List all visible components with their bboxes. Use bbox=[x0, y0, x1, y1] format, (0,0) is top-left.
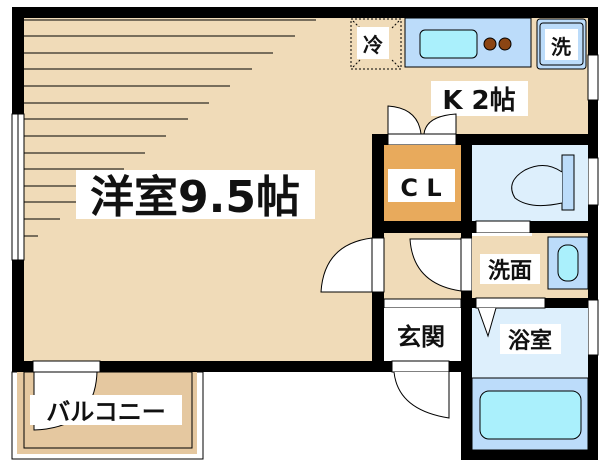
washroom-door[interactable] bbox=[409, 237, 473, 292]
walls bbox=[12, 7, 598, 460]
room-door[interactable] bbox=[320, 237, 385, 293]
toilet-door[interactable] bbox=[475, 220, 531, 234]
western-room-label: 洋室9.5帖 bbox=[90, 172, 300, 223]
burner bbox=[498, 37, 512, 51]
bathtub bbox=[471, 377, 589, 451]
fridge-label: 冷 bbox=[363, 33, 383, 57]
burner bbox=[483, 37, 497, 51]
floor-stripes bbox=[24, 19, 316, 237]
kitchen-counter bbox=[404, 17, 532, 68]
fridge: 冷 bbox=[350, 18, 402, 70]
washer-label: 洗 bbox=[551, 35, 571, 59]
entrance-label: 玄関 bbox=[397, 323, 445, 351]
wash-basin bbox=[547, 236, 589, 290]
closet-doors[interactable] bbox=[387, 105, 457, 146]
bathroom-door[interactable] bbox=[477, 307, 497, 338]
balcony-label: バルコニー bbox=[46, 398, 166, 426]
bathroom-label: 浴室 bbox=[508, 328, 552, 354]
left-window bbox=[11, 113, 25, 261]
closet-label: C L bbox=[400, 174, 441, 202]
sink bbox=[419, 29, 478, 59]
right-windows bbox=[587, 54, 599, 356]
washroom-label: 洗面 bbox=[488, 259, 532, 284]
washer: 洗 bbox=[536, 18, 587, 70]
toilet bbox=[511, 154, 575, 211]
entrance-door[interactable] bbox=[391, 360, 450, 419]
kitchen-label: K 2帖 bbox=[442, 86, 515, 116]
